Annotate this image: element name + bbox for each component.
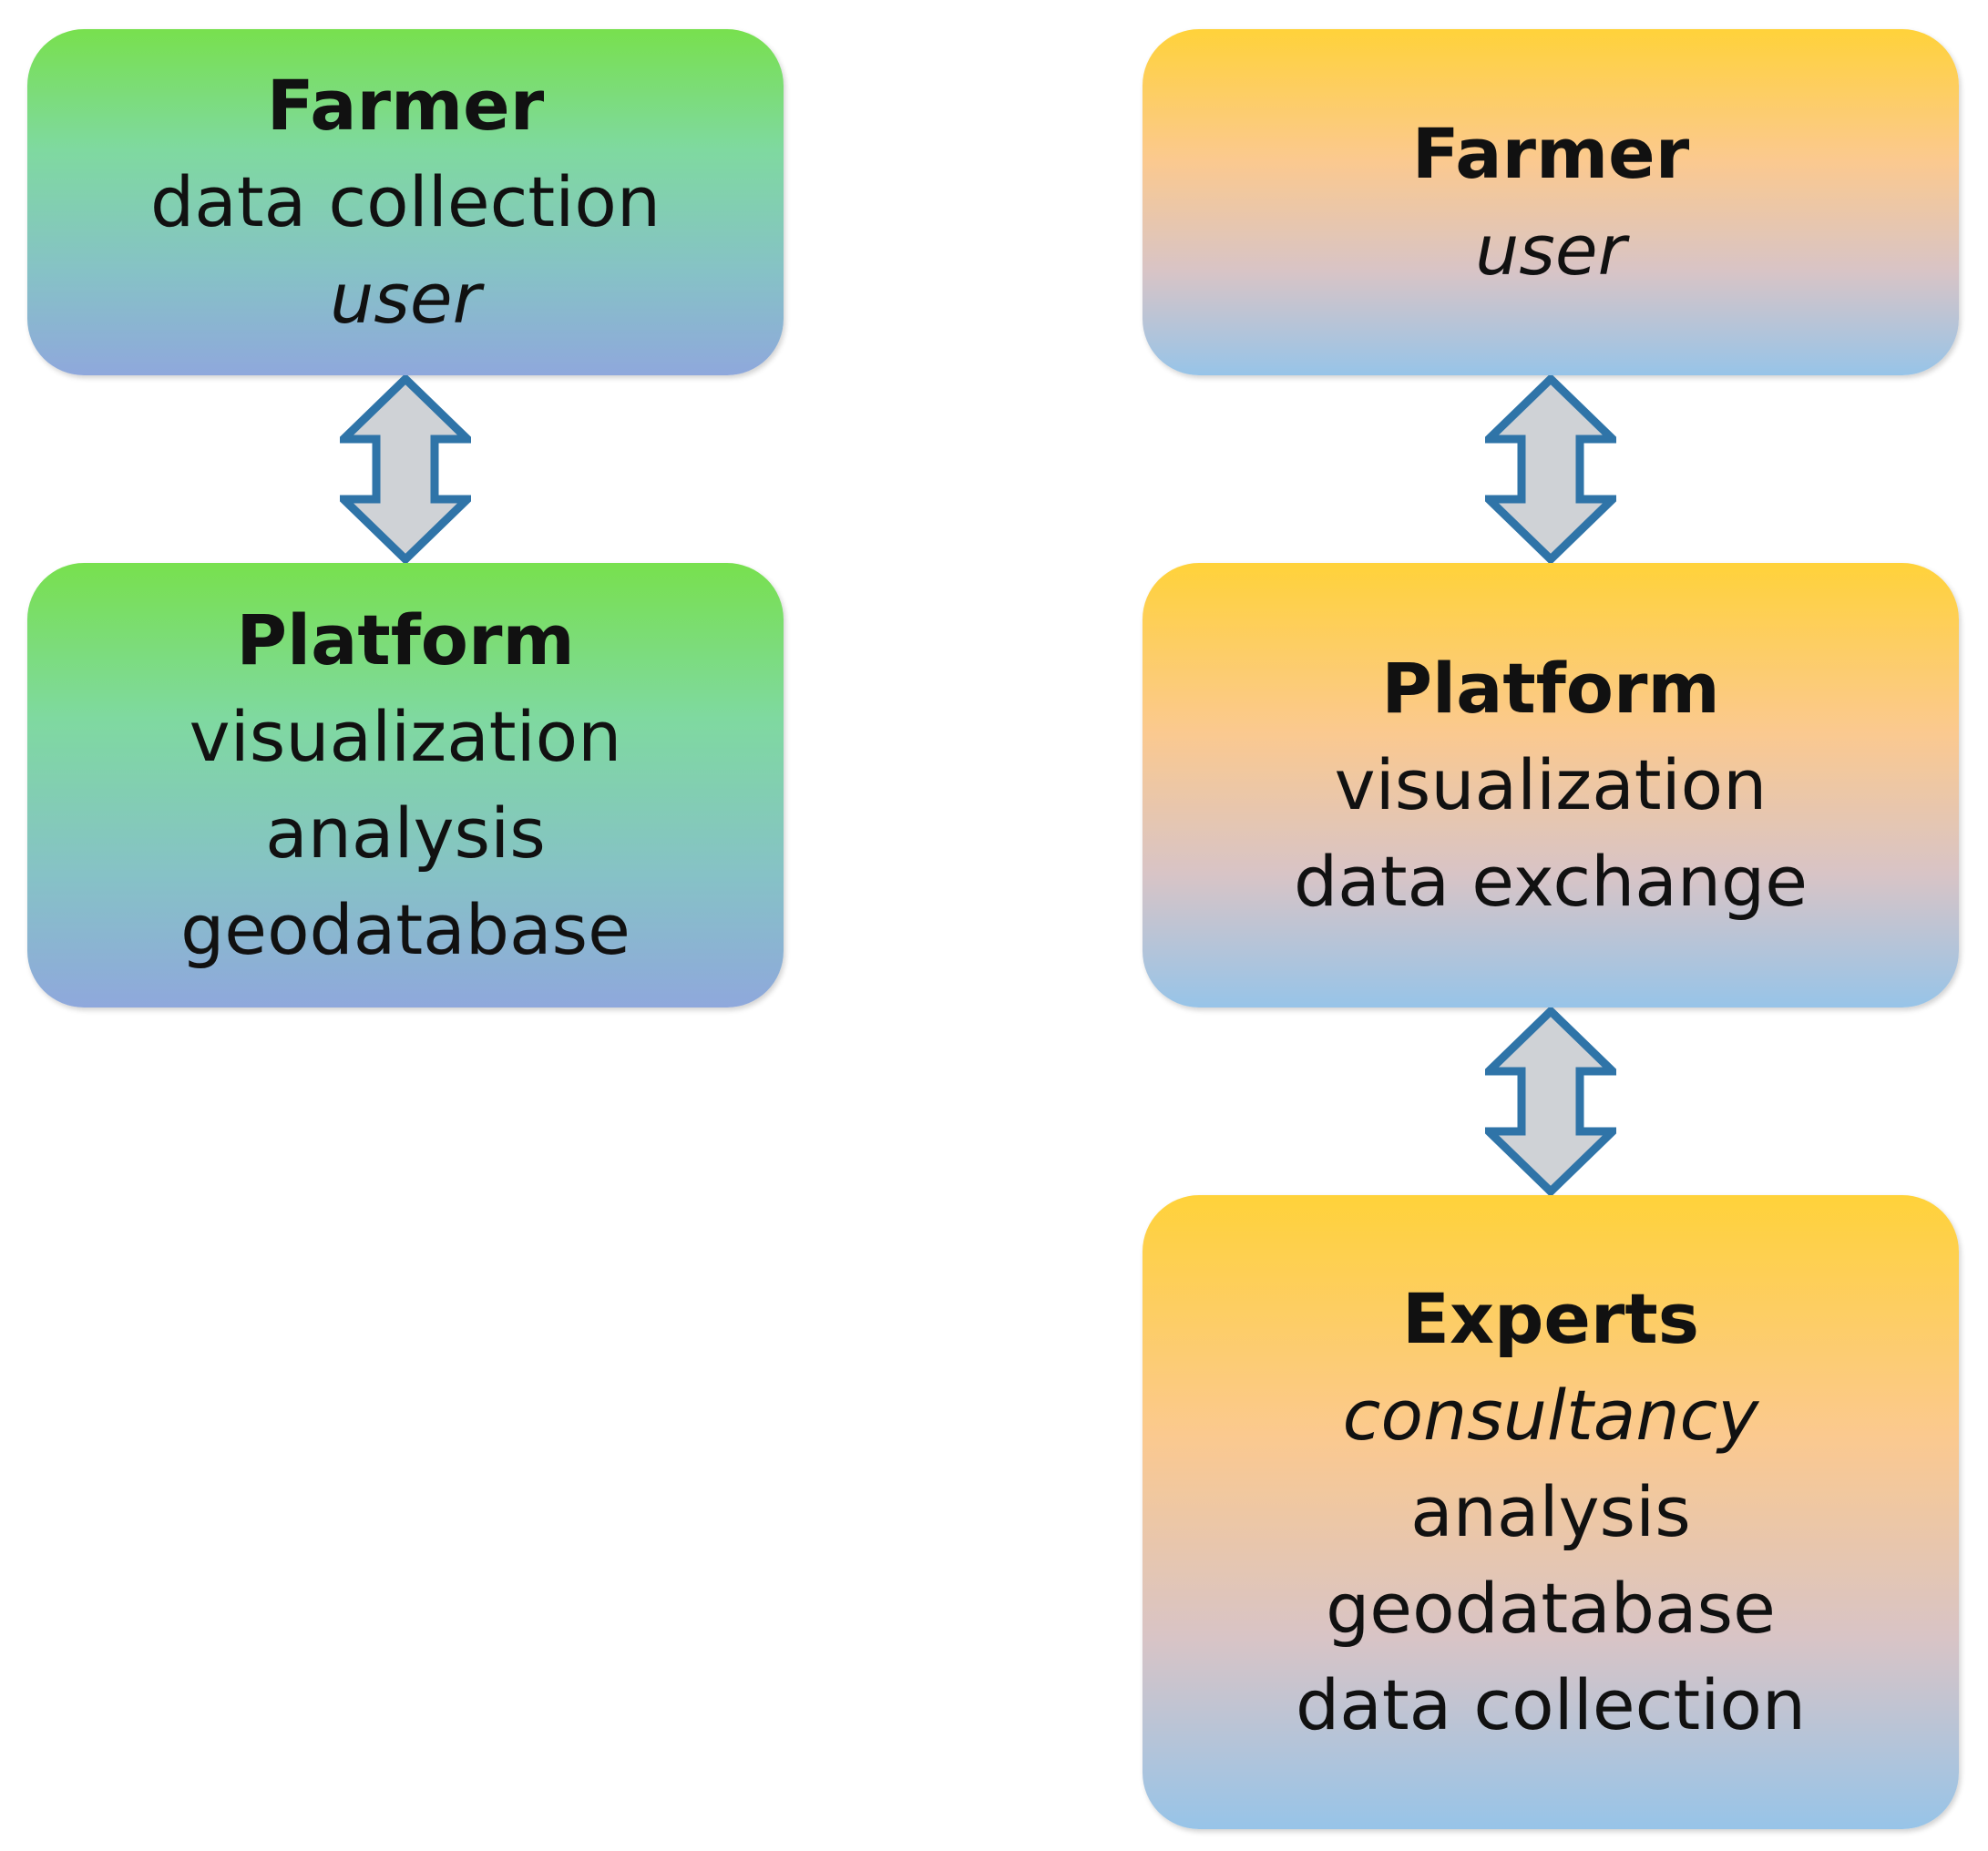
right-farmer-box: Farmer user [1143, 29, 1959, 375]
left-platform-box: Platform visualization analysis geodatab… [27, 563, 784, 1007]
right-farmer-line-1: user [1475, 210, 1626, 291]
left-farmer-title: Farmer [266, 65, 545, 146]
right-experts-line-4: data collection [1296, 1664, 1806, 1745]
right-experts-line-2: analysis [1410, 1471, 1691, 1552]
double-arrow-icon [1485, 375, 1616, 563]
double-arrow-shape [1485, 1007, 1616, 1195]
right-experts-box: Experts consultancy analysis geodatabase… [1143, 1195, 1959, 1829]
right-platform-title: Platform [1381, 648, 1720, 729]
left-platform-line-2: analysis [265, 793, 546, 874]
left-farmer-line-1: data collection [150, 161, 661, 242]
left-farmer-line-2: user [330, 258, 481, 339]
double-arrow-icon [1485, 1007, 1616, 1195]
left-platform-line-3: geodatabase [180, 889, 630, 970]
right-platform-box: Platform visualization data exchange [1143, 563, 1959, 1007]
right-farmer-title: Farmer [1411, 113, 1690, 194]
right-platform-line-2: data exchange [1293, 841, 1809, 922]
right-platform-line-1: visualization [1334, 744, 1768, 825]
right-experts-line-3: geodatabase [1326, 1568, 1776, 1649]
left-platform-line-1: visualization [189, 696, 622, 777]
right-experts-line-1: consultancy [1342, 1375, 1759, 1456]
double-arrow-shape [1485, 375, 1616, 563]
double-arrow-icon [340, 375, 471, 563]
double-arrow-shape [340, 375, 471, 563]
left-farmer-box: Farmer data collection user [27, 29, 784, 375]
left-platform-title: Platform [236, 599, 575, 680]
right-experts-title: Experts [1402, 1278, 1699, 1359]
